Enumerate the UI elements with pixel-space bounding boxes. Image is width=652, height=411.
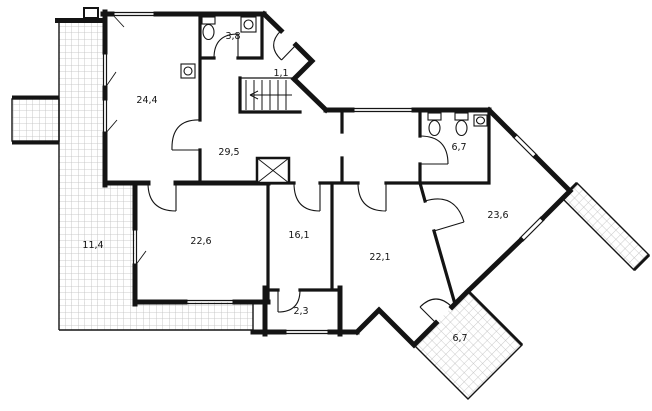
- door-room-mid-left: [147, 182, 177, 212]
- room-area-label-16-1: 16,1: [288, 230, 309, 241]
- loggia-border: [58, 22, 254, 331]
- door-bathroom-right: [419, 135, 449, 165]
- door-room-mid: [293, 182, 321, 212]
- room-labels: 24,4 3,8 1,1 29,5 6,7 23,6 11,4 22,6 16,…: [82, 31, 508, 344]
- door-room-mid-right: [357, 182, 387, 212]
- loggia-bottom-hatch: [59, 302, 253, 330]
- loggia-left-hatch-top: [59, 22, 103, 183]
- loggia-bump-caps: [12, 95, 59, 145]
- toilet-icon: [454, 112, 469, 137]
- outer-walls-path: [100, 9, 574, 349]
- toilet-icon: [427, 112, 442, 137]
- room-area-label-6-7-bottom: 6,7: [452, 333, 467, 344]
- door-swings: [147, 30, 465, 324]
- door-bathroom-top: [213, 33, 239, 59]
- door-storage: [277, 289, 301, 313]
- windows: [102, 11, 545, 335]
- sink-icon: [473, 114, 488, 127]
- outer-walls: [100, 9, 574, 349]
- door-room-top-left: [171, 119, 201, 151]
- room-area-label-22-1: 22,1: [369, 252, 390, 263]
- toilet-icon: [201, 16, 216, 41]
- staircase: [240, 77, 294, 110]
- window-leaf-ticks: [104, 13, 147, 267]
- right-strip-hatch: [562, 183, 649, 270]
- room-area-label-1-1: 1,1: [273, 68, 288, 79]
- room-area-label-3-8: 3,8: [225, 31, 240, 42]
- stove-icon: [180, 63, 196, 79]
- balcony-caps: [55, 18, 105, 23]
- washer-icon: [240, 16, 257, 33]
- loggia-bump-border: [11, 98, 60, 142]
- shaft-cross-icon: [256, 157, 290, 184]
- terrace-top-edge: [466, 289, 524, 347]
- elevator-shaft: [255, 156, 291, 185]
- stair-direction-arrow: [249, 90, 292, 100]
- room-area-label-29-5: 29,5: [218, 147, 239, 158]
- loggia-left-hatch-mid: [59, 183, 135, 304]
- door-entrance: [273, 30, 297, 61]
- room-area-label-23-6: 23,6: [487, 210, 508, 221]
- room-area-label-11-4: 11,4: [82, 240, 103, 251]
- room-area-label-6-7-top: 6,7: [451, 142, 466, 153]
- room-area-label-2-3: 2,3: [293, 306, 308, 317]
- room-area-label-22-6: 22,6: [190, 236, 211, 247]
- window-lines: [102, 11, 545, 335]
- loggia-top-cap: [55, 18, 105, 23]
- loggia-bump-hatch: [12, 99, 59, 141]
- door-room-right: [424, 198, 465, 232]
- room-area-label-24-4: 24,4: [136, 95, 157, 106]
- fixtures: [180, 16, 488, 137]
- door-terrace: [419, 298, 453, 324]
